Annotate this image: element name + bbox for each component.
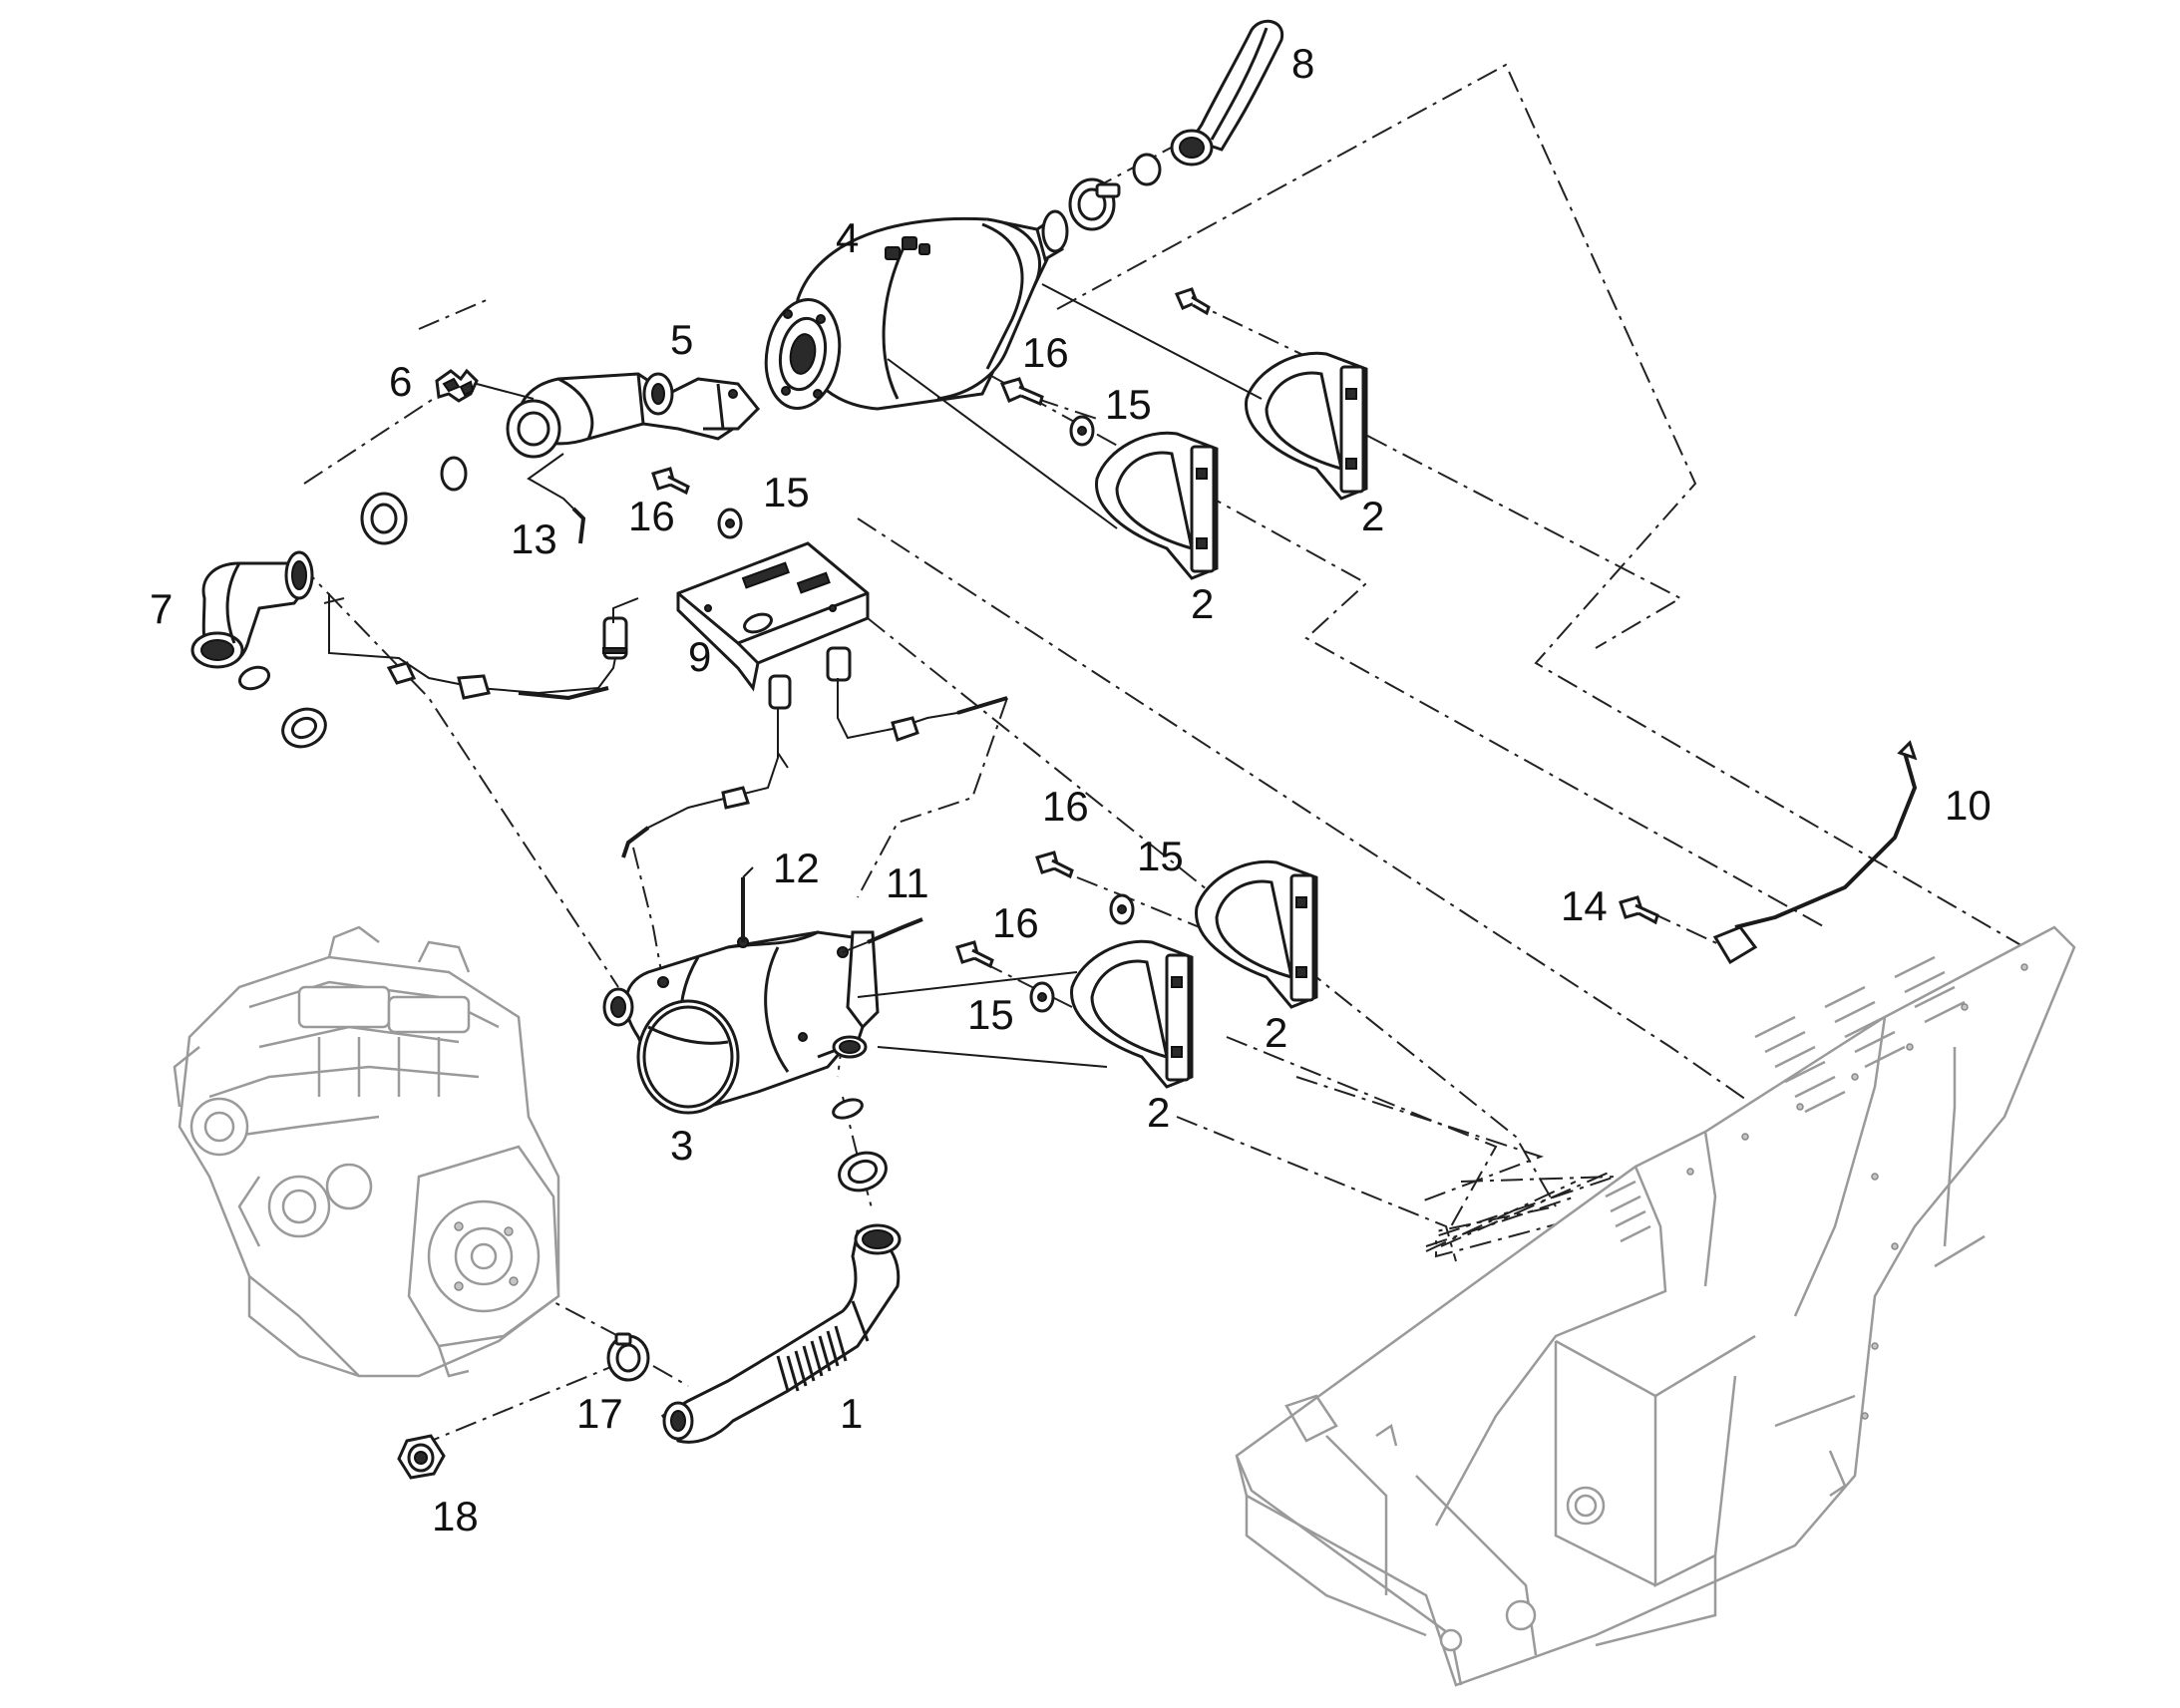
part-2-bracket-upper-right[interactable] — [1245, 351, 1368, 501]
part-15-washer-lower-a[interactable] — [1109, 893, 1135, 925]
part-2-bracket-lower-right[interactable] — [1195, 859, 1318, 1009]
callout-3: 3 — [670, 1122, 693, 1169]
callout-9: 9 — [688, 633, 711, 680]
part-1-downpipe[interactable] — [660, 1096, 902, 1444]
part-15-washer-mid[interactable] — [717, 508, 743, 539]
chassis-frame-ghost — [1235, 925, 2076, 1687]
callout-2: 2 — [1361, 493, 1384, 539]
part-10-sensor-cable[interactable] — [1712, 740, 1918, 965]
part-15-washer-lower-b[interactable] — [1029, 981, 1055, 1013]
callout-14: 14 — [1561, 882, 1608, 929]
part-17-clamp[interactable] — [606, 1332, 650, 1382]
callout-5: 5 — [670, 316, 693, 363]
callout-15: 15 — [967, 991, 1014, 1038]
callout-labels: 1 2 2 2 2 3 4 5 6 7 8 9 10 11 12 13 14 1… — [150, 40, 1992, 1539]
part-15-washer-upper[interactable] — [1069, 415, 1095, 447]
callout-1: 1 — [840, 1390, 863, 1437]
part-2-bracket-upper-left[interactable] — [1095, 431, 1219, 580]
callout-18: 18 — [432, 1493, 479, 1539]
part-8-tailpipe[interactable] — [1068, 19, 1284, 231]
part-16-bolt-upper[interactable] — [999, 377, 1044, 407]
callout-16: 16 — [628, 493, 675, 539]
callout-4: 4 — [836, 214, 859, 261]
callout-11: 11 — [886, 859, 929, 906]
callout-2: 2 — [1147, 1089, 1170, 1136]
part-18-nut[interactable] — [397, 1434, 446, 1480]
chassis-vent-slots — [1605, 955, 1966, 1243]
sensor-cables — [328, 593, 1008, 858]
engine-block-ghost — [173, 925, 560, 1378]
callout-17: 17 — [576, 1390, 623, 1437]
part-7-elbow-pipe[interactable] — [190, 456, 468, 754]
callout-16: 16 — [992, 899, 1039, 946]
part-6-clamp-hardware[interactable] — [435, 368, 535, 403]
callout-12: 12 — [773, 845, 820, 891]
callout-2: 2 — [1265, 1009, 1287, 1056]
callout-16: 16 — [1042, 783, 1089, 830]
callout-16: 16 — [1022, 329, 1069, 376]
part-2-bracket-lower-left[interactable] — [1070, 939, 1194, 1089]
callout-15: 15 — [763, 469, 810, 515]
part-4-muffler[interactable] — [758, 209, 1069, 414]
callout-2: 2 — [1191, 580, 1214, 627]
part-3-doc-dpf[interactable] — [602, 866, 923, 1115]
part-9-sensor-bracket[interactable] — [602, 541, 870, 710]
part-14-bolt[interactable] — [1619, 895, 1659, 925]
part-16-bolt-mid[interactable] — [651, 467, 690, 496]
part-5-inlet-pipe[interactable] — [506, 372, 761, 544]
callout-8: 8 — [1291, 40, 1314, 87]
callout-6: 6 — [389, 358, 412, 405]
part-16-bolt-lower-b[interactable] — [955, 940, 994, 969]
callout-15: 15 — [1137, 833, 1184, 879]
callout-7: 7 — [150, 585, 173, 632]
callout-10: 10 — [1945, 782, 1992, 829]
callout-15: 15 — [1105, 381, 1152, 428]
part-16-bolt-lower-a[interactable] — [1035, 851, 1074, 879]
part-16-bolt-top[interactable] — [1174, 287, 1211, 316]
callout-13: 13 — [511, 515, 557, 562]
